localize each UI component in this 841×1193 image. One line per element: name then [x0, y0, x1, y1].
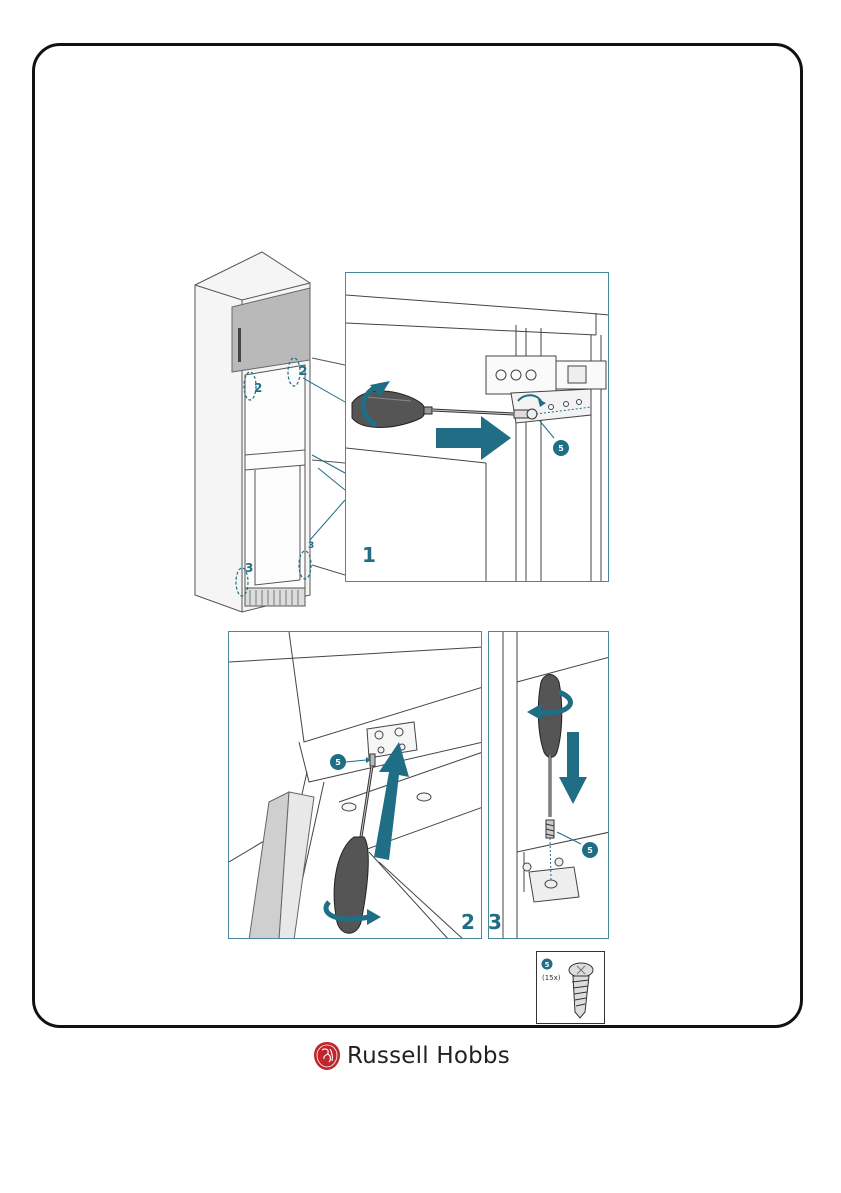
overview-callout-bottom-right: 3 [308, 542, 314, 551]
overview-callout-bottom-left: 3 [245, 562, 253, 574]
step-3-label: 3 [488, 912, 502, 932]
step2-part-badge: 5 [335, 758, 341, 767]
brand-emblem-icon [313, 1040, 341, 1072]
step1-part-badge: 5 [558, 444, 564, 453]
brand-logo: Russell Hobbs [313, 1040, 510, 1072]
detail-panel-step-1: 5 1 [345, 272, 609, 582]
step-1-label: 1 [362, 545, 376, 565]
parts-legend: 5 (15x) [536, 951, 605, 1024]
overview-callout-top-left: 2 [254, 382, 262, 394]
legend-part-number: 5 [545, 961, 550, 969]
detail-panel-step-2: 5 2 [228, 631, 482, 939]
step-2-label: 2 [461, 912, 475, 932]
step3-part-badge: 5 [587, 846, 593, 855]
brand-name: Russell Hobbs [347, 1043, 510, 1069]
detail-panel-step-3: 5 3 [488, 631, 609, 939]
overview-callout-top-right: 2 [299, 365, 307, 377]
legend-part-quantity: (15x) [542, 974, 561, 982]
